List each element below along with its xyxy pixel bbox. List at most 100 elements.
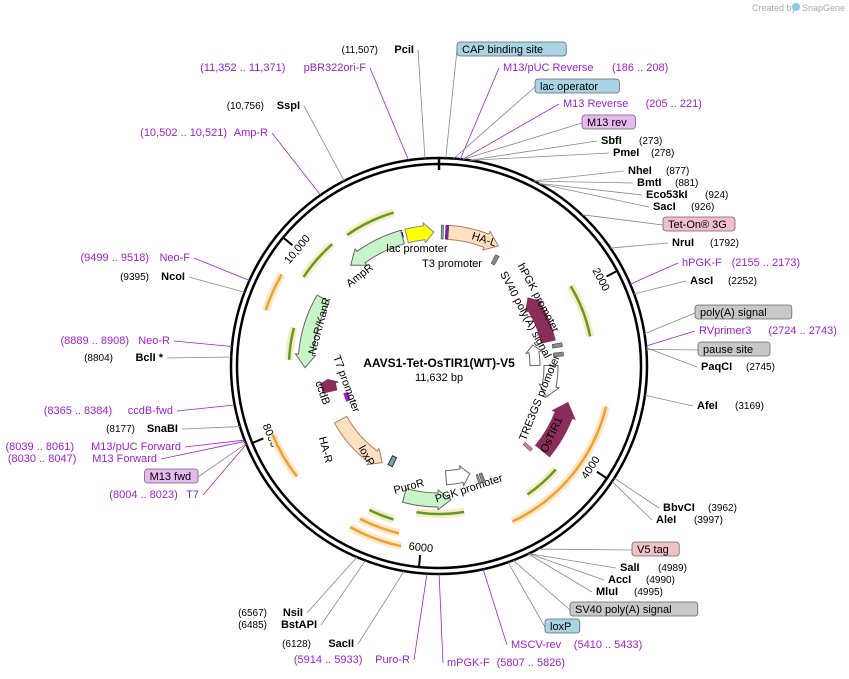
feature-arrow[interactable] xyxy=(318,378,339,394)
feature-arrow[interactable] xyxy=(350,229,405,266)
map-label[interactable]: Neo-R(8889 .. 8908) xyxy=(61,335,171,347)
orf-arc xyxy=(368,508,394,521)
tick-mark xyxy=(606,269,618,278)
label-position: (881) xyxy=(675,178,698,189)
feature-label: lac promoter xyxy=(386,243,447,255)
label-text: SacII xyxy=(328,638,354,650)
leader-line xyxy=(181,426,241,430)
feature-arrow[interactable] xyxy=(538,364,561,398)
map-label[interactable]: PciI(11,507) xyxy=(341,44,414,56)
map-label[interactable]: BbvCI(3962) xyxy=(663,502,737,514)
map-label[interactable]: M13 Forward(8030 .. 8047) xyxy=(8,453,157,465)
map-label[interactable]: mPGK-F(5807 .. 5826) xyxy=(447,657,565,669)
map-label[interactable]: MluI(4995) xyxy=(596,586,663,598)
map-label[interactable]: ccdB-fwd(8365 .. 8384) xyxy=(44,405,173,417)
map-label[interactable]: Neo-F(9499 .. 9518) xyxy=(81,252,191,264)
map-label[interactable]: SV40 poly(A) signal xyxy=(569,601,699,617)
map-label[interactable]: SbfI(273) xyxy=(601,135,662,147)
feature-arrow[interactable] xyxy=(524,344,544,367)
map-label[interactable]: RVprimer3(2724 .. 2743) xyxy=(699,325,837,337)
feature-arrow[interactable] xyxy=(401,488,452,512)
leader-line xyxy=(197,443,247,478)
feature-arrow[interactable] xyxy=(445,464,471,487)
leader-line xyxy=(306,556,358,614)
feature-arrow[interactable] xyxy=(534,401,576,458)
map-label[interactable]: MSCV-rev(5410 .. 5433) xyxy=(511,639,642,651)
map-label[interactable]: NsiI(6567) xyxy=(238,607,303,619)
feature-arrow[interactable] xyxy=(404,221,435,245)
feature-block[interactable] xyxy=(551,342,563,349)
leader-line xyxy=(193,257,250,281)
map-label[interactable]: AfeI(3169) xyxy=(697,400,764,412)
label-text: BclI * xyxy=(135,352,163,364)
map-label[interactable]: loxP xyxy=(544,618,581,634)
map-label[interactable]: M13 Reverse(205 .. 221) xyxy=(563,98,702,110)
map-label[interactable]: PmeI(278) xyxy=(613,147,674,159)
map-label[interactable]: AccI(4990) xyxy=(608,574,675,586)
map-label[interactable]: SacI(926) xyxy=(653,201,714,213)
label-position: (8889 .. 8908) xyxy=(61,335,130,347)
label-text: BstAPI xyxy=(281,619,317,631)
orf-arc xyxy=(264,273,283,311)
label-position: (5914 .. 5933) xyxy=(294,654,363,666)
orf-arc xyxy=(302,243,334,278)
map-label[interactable]: Puro-R(5914 .. 5933) xyxy=(294,654,410,666)
map-label[interactable]: NruI(1792) xyxy=(672,237,739,249)
map-label[interactable]: SnaBI(8177) xyxy=(106,423,178,435)
map-label[interactable]: BstAPI(6485) xyxy=(238,619,317,631)
map-label[interactable]: PaqCI(2745) xyxy=(701,361,775,373)
orf-layer xyxy=(261,208,611,550)
label-text: NcoI xyxy=(161,271,185,283)
label-position: (1792) xyxy=(710,238,739,249)
map-label[interactable]: BclI * (8804) xyxy=(84,352,164,364)
feature-block[interactable] xyxy=(478,472,486,484)
feature-block[interactable] xyxy=(446,224,450,240)
label-text: ccdB-fwd xyxy=(128,405,173,417)
label-text: pBR322ori-F xyxy=(304,62,367,74)
map-label[interactable]: BmtI(881) xyxy=(637,177,698,189)
map-label[interactable]: T7(8004 .. 8023) xyxy=(109,489,199,501)
map-label[interactable]: lac operator xyxy=(534,78,620,94)
map-label[interactable]: SacII(6128) xyxy=(282,638,354,650)
plasmid-size: 11,632 bp xyxy=(415,372,463,384)
map-label[interactable]: pause site xyxy=(697,341,771,357)
map-label[interactable]: poly(A) signal xyxy=(694,304,793,320)
feature-block[interactable] xyxy=(490,254,500,266)
feature-arrow[interactable] xyxy=(333,415,383,466)
leader-line xyxy=(173,340,232,347)
feature-arrow[interactable] xyxy=(446,224,500,251)
leader-line xyxy=(528,553,605,581)
map-label[interactable]: M13 rev xyxy=(581,114,636,130)
map-label[interactable]: hPGK-F(2155 .. 2173) xyxy=(682,257,800,269)
map-label[interactable]: NcoI(9395) xyxy=(120,271,185,283)
feature-arrow[interactable] xyxy=(294,294,330,369)
feature-block[interactable] xyxy=(475,473,482,485)
snapgene-logo-icon xyxy=(792,3,800,11)
feature-arrow[interactable] xyxy=(525,297,556,344)
feature-arrow[interactable] xyxy=(343,391,351,402)
leader-line xyxy=(469,140,598,161)
feature-label: PGK promoter xyxy=(434,472,505,505)
map-label[interactable]: AscI(2252) xyxy=(690,275,757,287)
feature-arrow[interactable] xyxy=(387,455,398,468)
label-box xyxy=(581,114,636,130)
map-label[interactable]: CAP binding site xyxy=(456,41,567,57)
map-label[interactable]: NheI(877) xyxy=(628,165,689,177)
map-label[interactable]: M13/pUC Forward(8039 .. 8061) xyxy=(6,441,182,453)
map-label[interactable]: M13/pUC Reverse(186 .. 208) xyxy=(503,62,668,74)
map-label[interactable]: Tet-On® 3G xyxy=(662,216,736,232)
map-label[interactable]: pBR322ori-F(11,352 .. 11,371) xyxy=(200,62,366,74)
map-label[interactable]: M13 fwd xyxy=(144,468,199,484)
map-label[interactable]: V5 tag xyxy=(631,541,680,557)
feature-block[interactable] xyxy=(552,351,564,358)
map-label[interactable]: SspI(10,756) xyxy=(227,100,300,112)
label-text: M13 Reverse xyxy=(563,98,628,110)
feature-block[interactable] xyxy=(440,224,444,240)
feature-block[interactable] xyxy=(522,441,533,452)
map-label[interactable]: Eco53kI(924) xyxy=(646,189,728,201)
map-label[interactable]: SalI(4989) xyxy=(620,562,687,574)
map-label[interactable]: Amp-R(10,502 .. 10,521) xyxy=(140,127,268,139)
leader-line xyxy=(438,573,444,664)
map-label[interactable]: AleI(3997) xyxy=(656,514,723,526)
label-position: (8804) xyxy=(84,353,113,364)
